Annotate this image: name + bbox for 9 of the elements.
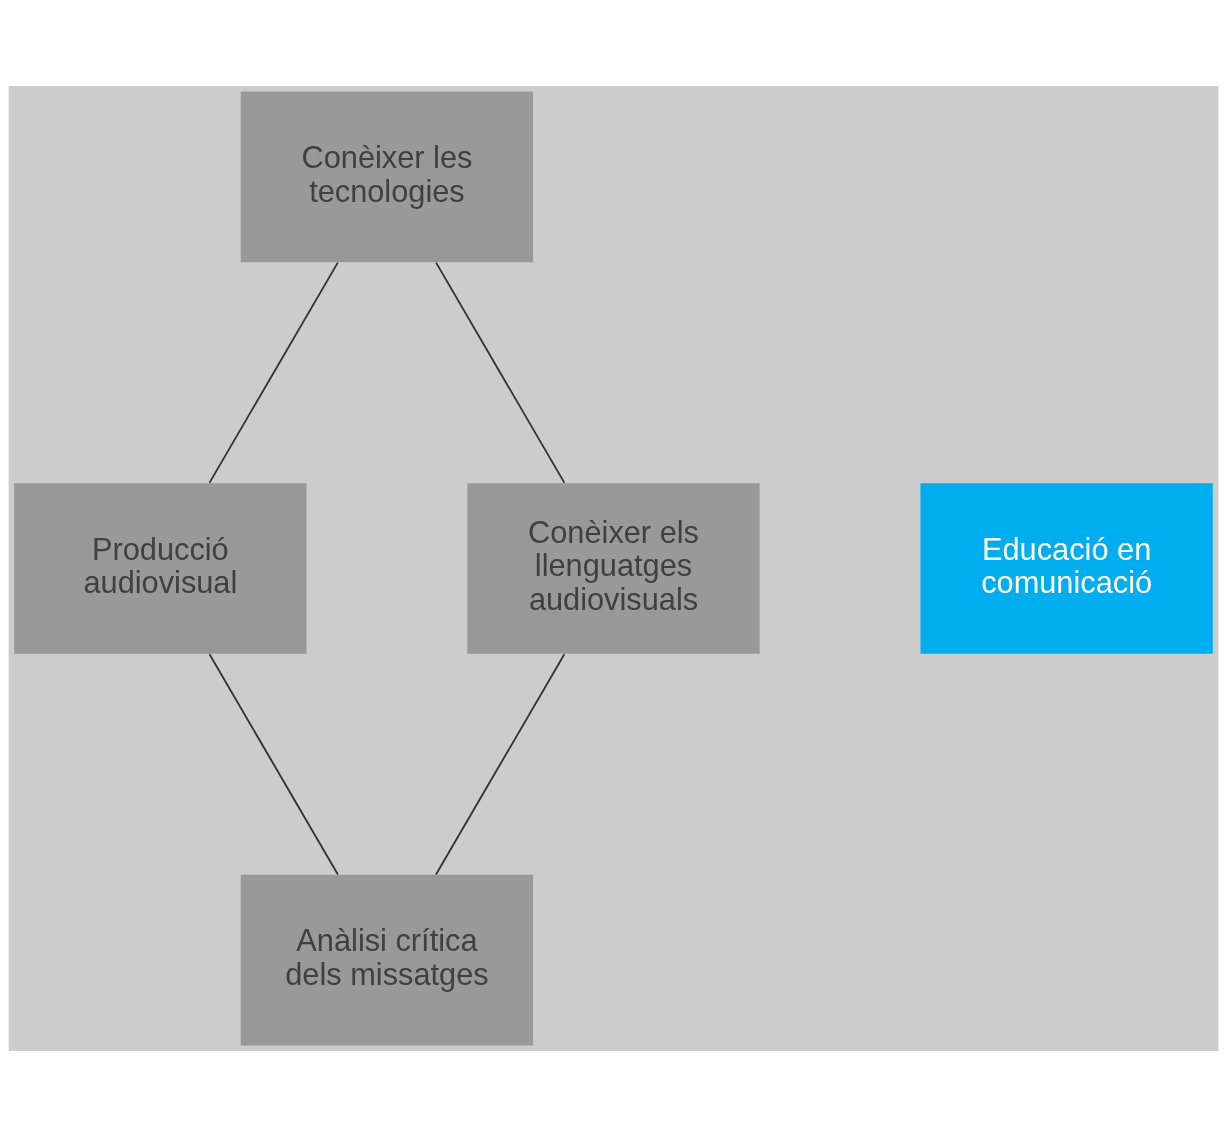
connector: [435, 261, 566, 484]
node-box: Conèixer les tecnologies: [240, 91, 534, 263]
connector: [208, 653, 339, 876]
node-box: Educació en comunicació: [920, 483, 1213, 654]
connector: [435, 653, 566, 876]
connector: [208, 261, 339, 484]
node-box: Producció audiovisual: [14, 483, 307, 654]
node-box: Conèixer els llenguatges audiovisuals: [467, 483, 760, 654]
node-box: Anàlisi crítica dels missatges: [240, 874, 534, 1046]
